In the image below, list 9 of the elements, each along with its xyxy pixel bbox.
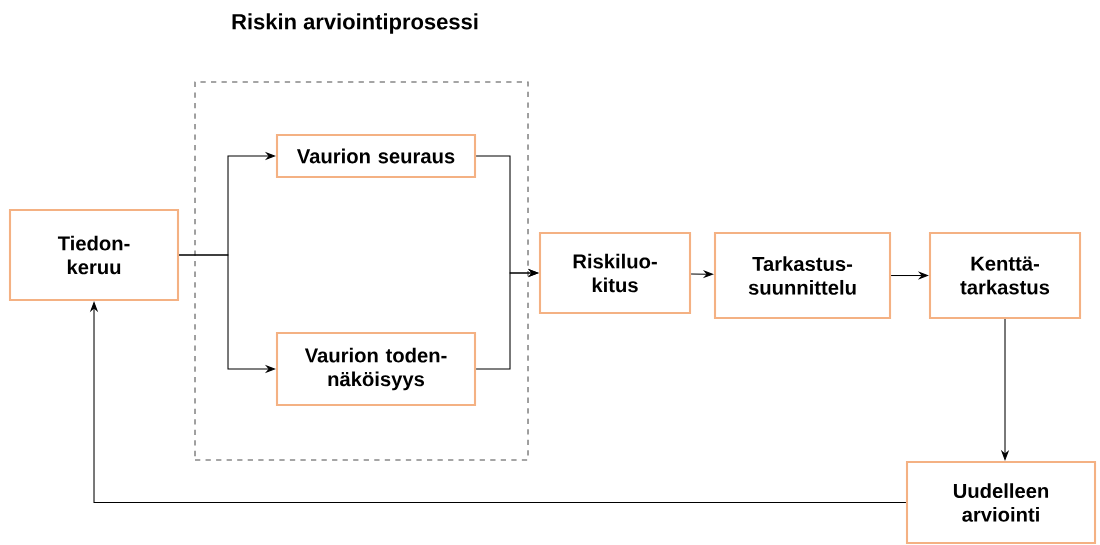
process-box: Vaurion seuraus: [275, 133, 477, 179]
process-box: Vaurion toden- näköisyys: [275, 331, 477, 407]
group-title: Riskin arviointiprosessi: [232, 13, 478, 34]
process-box: Tiedon- keruu: [8, 208, 180, 302]
process-box: Tarkastus- suunnittelu: [713, 231, 892, 320]
process-box: Riskiluo- kitus: [538, 231, 692, 315]
process-box: Kenttä- tarkastus: [928, 231, 1082, 320]
process-box: Uudelleen arviointi: [905, 460, 1097, 545]
dashed-group-box: [194, 81, 529, 461]
